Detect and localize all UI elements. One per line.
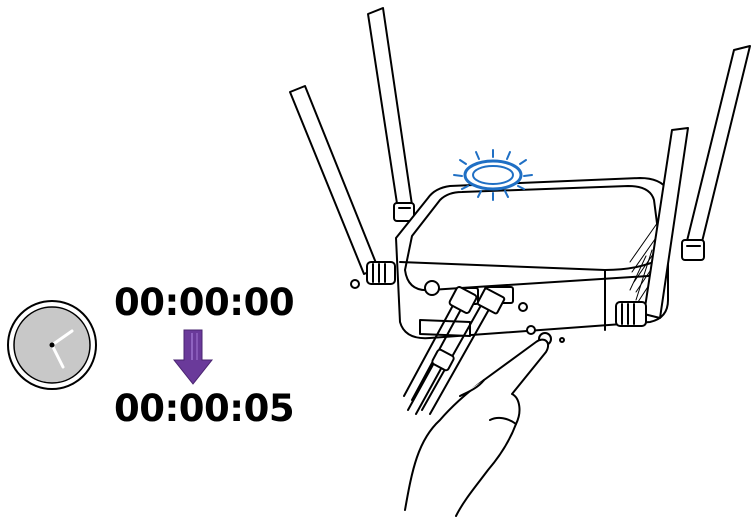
timer-start-text: 00:00:00 [114, 281, 294, 324]
pressing-hand-icon [405, 340, 548, 516]
clock-icon [8, 301, 96, 389]
timer-end-text: 00:00:05 [114, 387, 294, 430]
down-arrow-icon [174, 330, 212, 384]
